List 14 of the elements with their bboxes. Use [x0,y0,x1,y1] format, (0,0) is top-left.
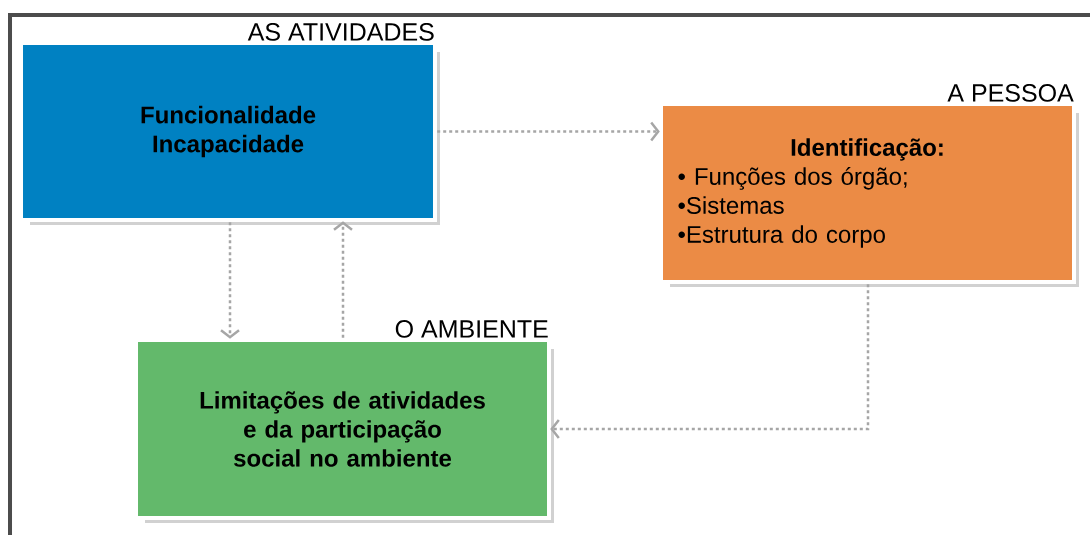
process-box: Limitações de atividades e da participação social no ambiente [138,342,554,523]
process-box: Funcionalidade Incapacidade [23,45,440,225]
node-label: Identificação: [791,138,943,161]
process-box: Identificação: • Funções dos órgão; •Sistemas •Estrutura do corpo [663,106,1079,287]
box-heading: AS ATIVIDADES [247,23,434,41]
node-label: • Funções dos órgão; [678,167,907,190]
arrow [437,121,660,142]
node-label: •Sistemas [678,196,784,214]
box-heading: A PESSOA [947,84,1074,102]
arrow [550,284,870,439]
arrow [220,222,240,339]
box-heading: O AMBIENTE [395,320,548,338]
node-label: •Estrutura do corpo [678,225,885,248]
arrow [333,221,353,338]
